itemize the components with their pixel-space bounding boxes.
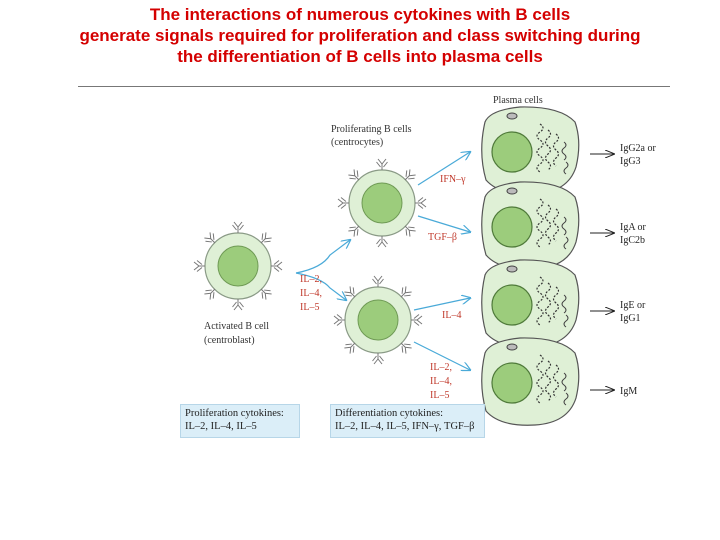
legend-proliferation-title: Proliferation cytokines:: [185, 408, 284, 419]
label-il4-b: IL–4,: [430, 376, 452, 387]
label-plasma-cells: Plasma cells: [493, 95, 543, 106]
label-tgf-beta: TGF–β: [428, 232, 457, 243]
label-il2-b: IL–2,: [430, 362, 452, 373]
label-proliferating-2: (centrocytes): [331, 137, 383, 148]
label-proliferating-1: Proliferating B cells: [331, 124, 412, 135]
label-il5-b: IL–5: [430, 390, 449, 401]
output-2-line1: IgA or: [620, 222, 647, 233]
label-il4-only: IL–4: [442, 310, 461, 321]
legend-differentiation-title: Differentiation cytokines:: [335, 408, 443, 419]
activated-b-cell: [193, 221, 283, 311]
title-line-1: The interactions of numerous cytokines w…: [149, 5, 571, 24]
plasma-cell-4: [481, 337, 580, 426]
plasma-cell-1: [481, 106, 580, 195]
label-il5: IL–5: [300, 302, 319, 313]
legend-proliferation-list: IL–2, IL–4, IL–5: [185, 421, 257, 432]
output-3-line1: IgE or: [620, 300, 646, 311]
title-line-2: generate signals required for proliferat…: [79, 26, 641, 45]
proliferating-b-cell-top: [337, 158, 427, 248]
slide-title: The interactions of numerous cytokines w…: [0, 4, 720, 67]
output-4-line1: IgM: [620, 386, 637, 397]
legend-differentiation-list: IL–2, IL–4, IL–5, IFN–γ, TGF–β: [335, 421, 475, 432]
legend-differentiation: Differentiation cytokines: IL–2, IL–4, I…: [330, 404, 485, 438]
output-arrows: [590, 154, 614, 390]
legend-proliferation: Proliferation cytokines: IL–2, IL–4, IL–…: [180, 404, 300, 438]
plasma-cell-3: [481, 259, 580, 348]
output-1-line1: IgG2a or: [620, 143, 656, 154]
label-activated-2: (centroblast): [204, 335, 255, 346]
proliferating-b-cell-bottom: [333, 275, 423, 365]
proliferation-arrows: [295, 240, 350, 300]
title-divider: [78, 86, 670, 87]
output-2-line2: IgC2b: [620, 235, 645, 246]
label-il2: IL–2,: [300, 274, 322, 285]
title-line-3: the differentiation of B cells into plas…: [177, 47, 543, 66]
label-activated-1: Activated B cell: [204, 321, 269, 332]
label-ifn-gamma: IFN–γ: [440, 174, 466, 185]
label-il4: IL–4,: [300, 288, 322, 299]
differentiation-arrows: [413, 152, 470, 370]
output-1-line2: IgG3: [620, 156, 641, 167]
output-3-line2: IgG1: [620, 313, 641, 324]
plasma-cell-2: [481, 181, 580, 270]
